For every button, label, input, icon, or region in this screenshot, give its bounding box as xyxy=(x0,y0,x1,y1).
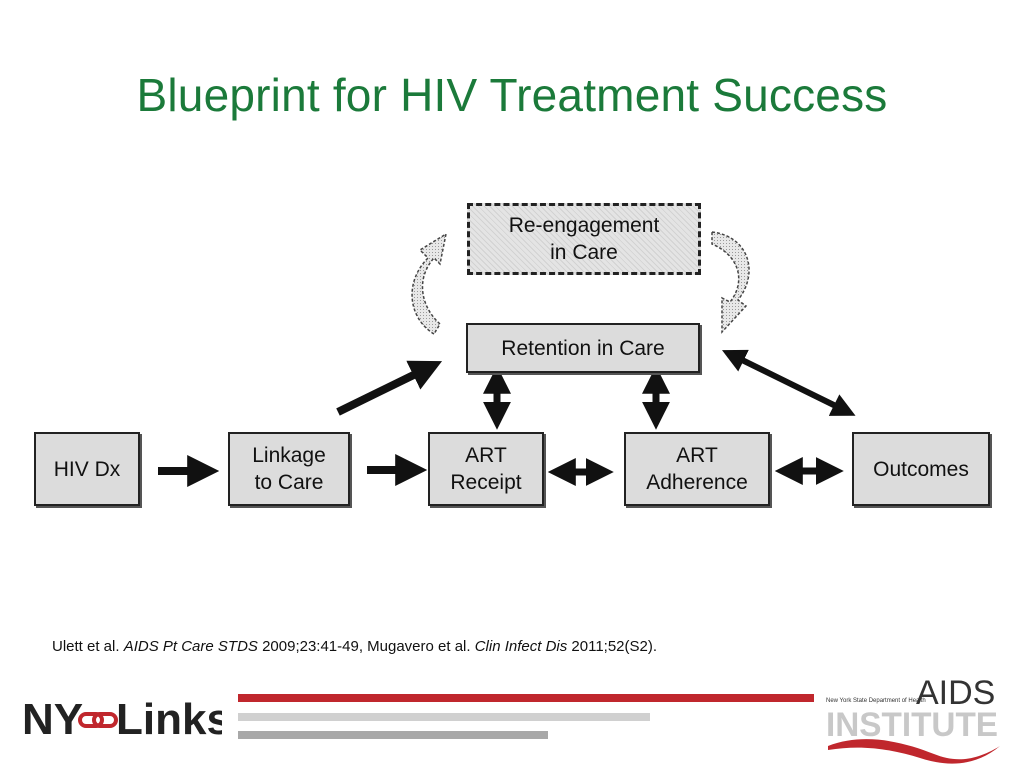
aids-institute-logo: New York State Department of Health AIDS… xyxy=(824,672,1004,773)
aids-institute-institute-text: INSTITUTE xyxy=(826,706,998,744)
citation: Ulett et al. AIDS Pt Care STDS 2009;23:4… xyxy=(52,638,657,655)
box-art-receipt-label: ART Receipt xyxy=(450,444,522,494)
box-reengagement: Re-engagement in Care xyxy=(467,203,701,275)
red-swoosh-icon xyxy=(828,739,1000,764)
slide-title: Blueprint for HIV Treatment Success xyxy=(136,69,888,121)
chain-link-icon xyxy=(78,712,118,728)
curved-arrow-left xyxy=(411,232,448,336)
footer-bar-red xyxy=(238,694,814,702)
aids-institute-dept-text: New York State Department of Health xyxy=(826,698,926,704)
citation-part1: Ulett et al. xyxy=(52,638,124,655)
box-hiv-dx: HIV Dx xyxy=(34,432,140,506)
box-art-adherence: ART Adherence xyxy=(624,432,770,506)
box-linkage: Linkage to Care xyxy=(228,432,350,506)
box-retention: Retention in Care xyxy=(466,323,700,373)
ny-links-logo-text-b: Links xyxy=(116,695,222,744)
box-art-receipt: ART Receipt xyxy=(428,432,544,506)
footer-bar-gray-light xyxy=(238,713,650,721)
box-outcomes: Outcomes xyxy=(852,432,990,506)
arrow-linkage-to-retention xyxy=(336,360,443,416)
citation-part2: 2009;23:41-49, Mugavero et al. xyxy=(257,638,475,655)
citation-part3: 2011;52(S2). xyxy=(567,638,658,655)
citation-journal1: AIDS Pt Care STDS xyxy=(123,638,258,655)
box-hiv-dx-label: HIV Dx xyxy=(53,457,121,481)
ny-links-logo: NY Links xyxy=(22,692,231,751)
footer-bar-gray-mid xyxy=(238,731,548,739)
box-reengagement-label: Re-engagement in Care xyxy=(508,214,660,264)
citation-journal2: Clin Infect Dis xyxy=(474,638,568,655)
box-outcomes-label: Outcomes xyxy=(873,457,969,481)
curved-arrow-right xyxy=(711,231,750,334)
box-linkage-label: Linkage to Care xyxy=(252,444,326,494)
aids-institute-aids-text: AIDS xyxy=(916,674,995,712)
ny-links-logo-text-a: NY xyxy=(22,695,83,744)
box-retention-label: Retention in Care xyxy=(501,336,665,360)
arrow-retention-outcomes xyxy=(721,349,856,416)
box-art-adherence-label: ART Adherence xyxy=(646,444,748,494)
